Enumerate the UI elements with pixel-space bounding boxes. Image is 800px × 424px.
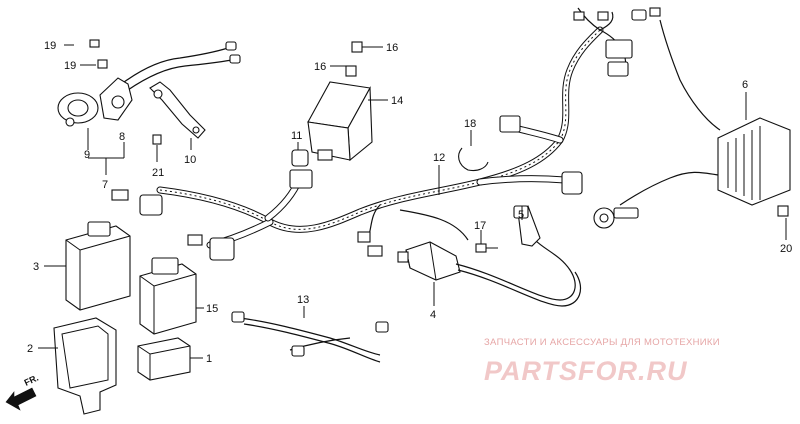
fuse-box — [307, 41, 373, 162]
front-arrow-icon — [5, 387, 37, 411]
callout-19-b: 19 — [64, 60, 76, 72]
watermark-tagline: ЗАПЧАСТИ И АКСЕССУАРЫ ДЛЯ МОТОТЕХНИКИ — [484, 337, 720, 348]
sub-harness-13 — [231, 311, 389, 363]
watermark-logo: PARTSFOR.RU — [484, 356, 688, 386]
callout-19-a: 19 — [44, 40, 56, 52]
callout-8: 8 — [119, 131, 125, 143]
leader-lines — [38, 44, 787, 359]
callout-16-b: 16 — [314, 61, 326, 73]
callout-1: 1 — [206, 353, 212, 365]
callout-15: 15 — [206, 303, 218, 315]
callout-18: 18 — [464, 118, 476, 130]
callout-2: 2 — [27, 343, 33, 355]
callout-20: 20 — [780, 243, 792, 255]
bolt-21 — [152, 134, 162, 145]
callout-7: 7 — [102, 179, 108, 191]
unit-15 — [139, 257, 197, 335]
callout-21: 21 — [152, 167, 164, 179]
callout-4: 4 — [430, 309, 436, 321]
callout-14: 14 — [391, 95, 403, 107]
rubber-cover-2 — [53, 317, 117, 415]
callout-13: 13 — [297, 294, 309, 306]
front-direction-label: FR. — [23, 373, 40, 388]
bracket-1 — [137, 337, 191, 381]
callout-6: 6 — [742, 79, 748, 91]
callout-12: 12 — [433, 152, 445, 164]
callout-labels: 19 19 16 16 14 8 9 7 10 21 11 18 12 6 3 … — [27, 40, 792, 365]
callout-11: 11 — [291, 130, 302, 142]
bolt-19 — [89, 39, 108, 69]
callout-9: 9 — [84, 149, 90, 161]
harness-connectors — [111, 11, 633, 261]
callout-16-a: 16 — [386, 42, 398, 54]
ignition-coil — [397, 205, 582, 307]
callout-3: 3 — [33, 261, 39, 273]
bolt-20 — [777, 205, 789, 217]
regulator-rectifier — [593, 7, 791, 229]
front-direction-indicator: FR. — [5, 373, 40, 411]
clamp-18 — [458, 147, 489, 172]
callout-17: 17 — [474, 220, 486, 232]
relay-11 — [291, 149, 309, 167]
switch-assembly — [57, 41, 241, 127]
cdi-unit — [65, 221, 131, 311]
callout-10: 10 — [184, 154, 196, 166]
bracket-10 — [149, 81, 206, 139]
callout-5: 5 — [518, 209, 524, 221]
